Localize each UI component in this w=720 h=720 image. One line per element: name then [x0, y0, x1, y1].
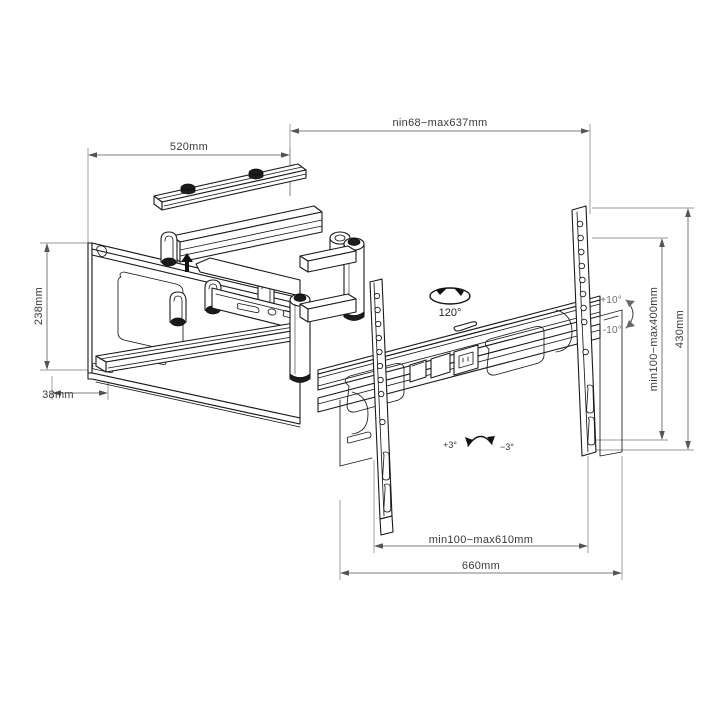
dimension-bracket-total-width-label: 660mm — [462, 560, 500, 572]
tv-mounting-rail — [317, 295, 601, 413]
right-vesa-strip — [571, 205, 597, 457]
swivel-angle-label: 120° — [439, 307, 462, 319]
dimension-vesa-horizontal-range-label: min100−max610mm — [429, 534, 533, 546]
product-label-plate — [409, 321, 479, 383]
dimension-depth-from-wall-label: nin68−max637mm — [393, 117, 488, 129]
upper-articulating-arm — [153, 163, 307, 211]
wall-plate — [87, 242, 301, 428]
upper-arm-secondary — [171, 205, 351, 266]
dimension-bracket-total-height: 430mm — [592, 207, 694, 451]
arm-bolt-outer — [180, 183, 196, 195]
roll-left-angle-label: +3° — [443, 440, 457, 450]
lower-articulating-arm — [95, 321, 311, 373]
dimension-bracket-total-width: 660mm — [339, 456, 623, 580]
tilt-angle-annotation: +10° -10° — [600, 295, 635, 336]
dimension-wall-plate-height-label: 238mm — [33, 287, 45, 325]
roll-right-angle-label: −3° — [500, 442, 514, 452]
left-rail-hook — [339, 391, 373, 467]
dimension-bracket-total-height-label: 430mm — [674, 310, 686, 348]
dimension-wall-plate-offset-label: 38mm — [42, 389, 74, 401]
dimension-vesa-vertical-range-label: min100−max400mm — [648, 287, 660, 391]
post-connector-bars — [299, 245, 357, 323]
arm-bolt-inner — [248, 168, 264, 180]
dimension-vesa-vertical-range: min100−max400mm — [592, 237, 668, 441]
dimension-vesa-horizontal-range: min100−max610mm — [373, 456, 589, 553]
dimension-arm-extension-width-label: 520mm — [170, 141, 208, 153]
tilt-down-angle-label: -10° — [603, 325, 622, 336]
dimension-wall-plate-height: 238mm — [33, 242, 92, 371]
center-link-plate — [195, 257, 301, 331]
orientation-up-arrow-icon — [181, 253, 193, 272]
left-vesa-strip — [369, 278, 394, 536]
rail-end-hook — [555, 309, 573, 353]
dimension-wall-plate-offset: 38mm — [42, 376, 109, 401]
swivel-angle-annotation: 120° — [429, 287, 471, 319]
tilt-up-angle-label: +10° — [600, 295, 622, 306]
dimension-depth-from-wall: nin68−max637mm — [289, 117, 591, 214]
rail-rear-frame — [599, 309, 623, 457]
roll-angle-annotation: +3° −3° — [443, 435, 514, 452]
